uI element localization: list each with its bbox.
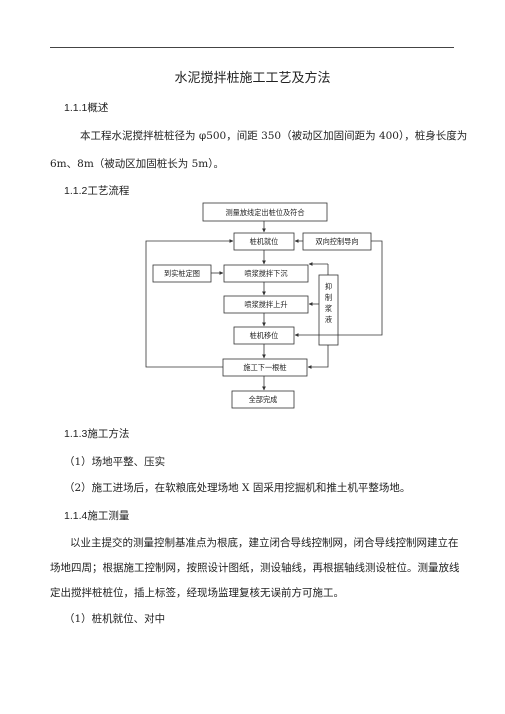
survey-line-2: 场地四周；根据施工控制网，按照设计图纸，测设轴线，再根据轴线测设桩位。测量放线	[50, 562, 460, 574]
flow-loop-right	[294, 240, 383, 337]
flow-label-done: 全部完成	[249, 395, 278, 404]
flow-label-drawing: 到实桩定图	[164, 269, 200, 278]
survey-line-1: 以业主提交的测量控制基准点为根底，建立闭合导线控制网，闭合导线控制网建立在	[70, 537, 459, 549]
flow-label-position: 桩机就位	[250, 237, 279, 246]
flow-loop-left	[145, 239, 234, 368]
survey-line-3: 定出搅拌桩桩位，插上标签，经现场监理复核无误前方可施工。	[50, 587, 344, 599]
flow-box-survey	[202, 202, 328, 222]
flow-label-side: 抑制浆液	[325, 282, 332, 324]
flow-label-survey: 测量放线定出桩位及符合	[225, 208, 304, 217]
method-item-1: （1）场地平整、压实	[64, 456, 166, 468]
flow-box-done	[231, 390, 295, 409]
flow-box-drawing	[152, 264, 212, 283]
survey-item-1: （1）桩机就位、对中	[64, 613, 166, 625]
flow-label-spray-up: 喷浆搅拌上升	[244, 300, 287, 309]
flow-box-bidirectional	[302, 232, 372, 251]
flow-box-side	[318, 274, 339, 346]
section-heading-overview: 1.1.1概述	[64, 102, 109, 114]
flow-label-shift: 桩机移位	[250, 331, 279, 340]
overview-line-2: 6m、8m（被动区加固桩长为 5m）。	[50, 158, 224, 170]
overview-line-1: 本工程水泥搅拌桩桩径为 φ500，间距 350（被动区加固间距为 400），桩身…	[80, 130, 468, 142]
flow-side-to-next	[307, 345, 329, 369]
section-heading-method: 1.1.3施工方法	[64, 428, 130, 440]
flow-label-bidirectional: 双向控制导向	[315, 237, 358, 246]
flow-box-spray-up	[223, 295, 309, 314]
method-item-2: （2）施工进场后，在软粮底处理场地 X 固采用挖掘机和推土机平整场地。	[64, 482, 411, 494]
section-heading-process: 1.1.2工艺流程	[64, 185, 130, 197]
flow-box-spray-down	[223, 264, 309, 283]
flow-label-next: 施工下一根桩	[243, 363, 286, 372]
section-heading-survey: 1.1.4施工测量	[64, 510, 130, 522]
page-title: 水泥搅拌桩施工工艺及方法	[174, 71, 331, 86]
flow-box-next	[222, 358, 308, 377]
header-rule	[50, 47, 454, 48]
flow-label-spray-down: 喷浆搅拌下沉	[244, 269, 287, 278]
